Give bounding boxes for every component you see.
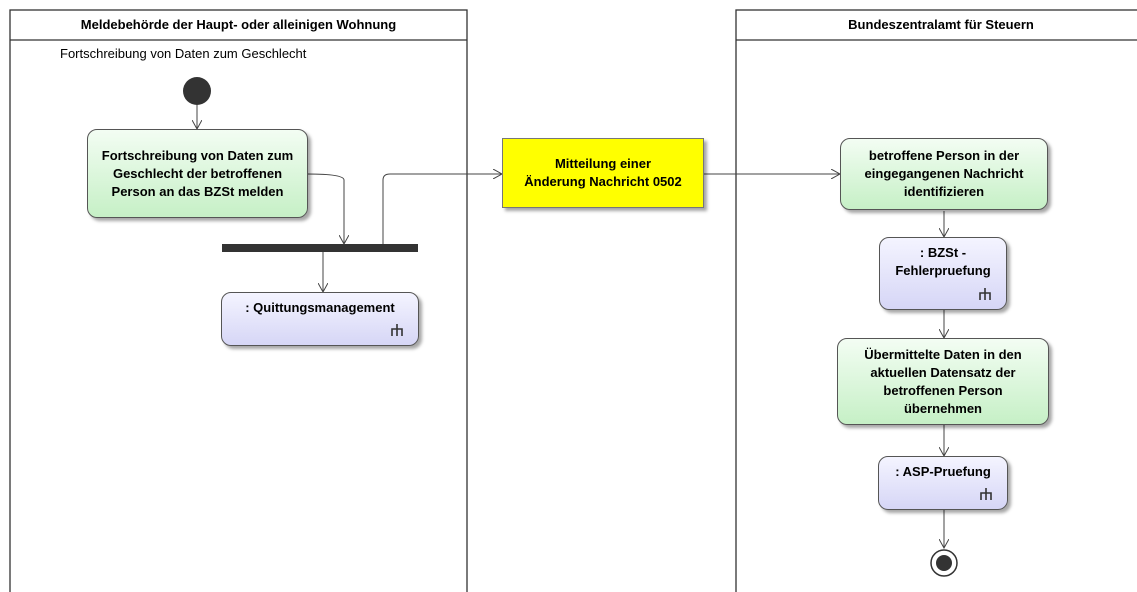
lane-title-right: Bundeszentralamt für Steuern xyxy=(848,17,1034,32)
activity-subtitle: Fortschreibung von Daten zum Geschlecht xyxy=(60,46,307,61)
fork-bar xyxy=(222,244,418,252)
start-node-icon xyxy=(183,77,211,105)
action-identify-person[interactable]: betroffene Person in der eingegangenen N… xyxy=(840,138,1048,210)
call-label: : BZSt - Fehlerpruefung xyxy=(895,245,991,278)
call-label: : ASP-Pruefung xyxy=(895,464,991,479)
end-node-icon xyxy=(930,549,958,577)
call-label: : Quittungsmanagement xyxy=(245,300,395,315)
control-flows xyxy=(197,105,944,548)
rake-icon xyxy=(391,324,403,336)
swimlane-left xyxy=(9,9,468,592)
flow-fork-to-message xyxy=(382,174,502,244)
flow-report-to-fork xyxy=(306,173,344,244)
call-bzst-fehlerpruefung[interactable]: : BZSt - Fehlerpruefung xyxy=(879,237,1007,310)
call-asp-pruefung[interactable]: : ASP-Pruefung xyxy=(878,456,1008,510)
rake-icon xyxy=(980,488,992,500)
message-0502[interactable]: Mitteilung einer Änderung Nachricht 0502 xyxy=(502,138,704,208)
action-report-gender-data[interactable]: Fortschreibung von Daten zum Geschlecht … xyxy=(87,129,308,218)
call-quittungsmanagement[interactable]: : Quittungsmanagement xyxy=(221,292,419,346)
lane-title-left: Meldebehörde der Haupt- oder alleinigen … xyxy=(80,17,397,32)
action-uebernehmen-daten[interactable]: Übermittelte Daten in den aktuellen Date… xyxy=(837,338,1049,425)
swimlane-right xyxy=(735,9,1137,592)
rake-icon xyxy=(979,288,991,300)
